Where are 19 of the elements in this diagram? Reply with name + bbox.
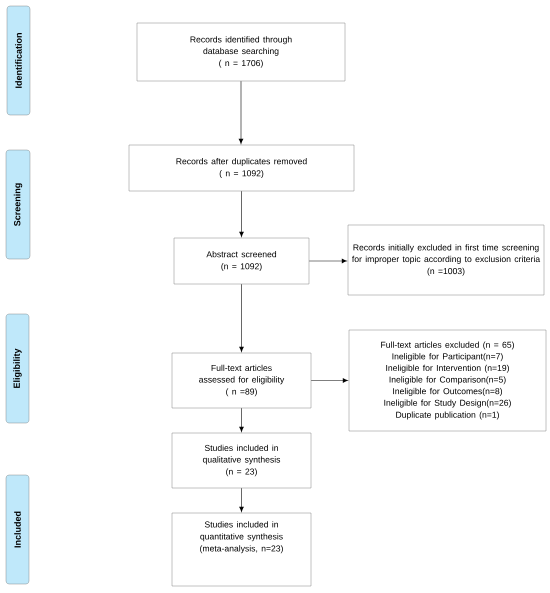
- arrow: [239, 488, 244, 512]
- process-box: Records initially excluded in first time screening for improper topic according to exclusion criteria (n =1003): [348, 224, 544, 296]
- arrow: [308, 258, 347, 264]
- process-box: Abstract screened (n = 1092): [174, 238, 310, 284]
- arrow: [239, 408, 244, 432]
- stage-label: Eligibility: [6, 314, 30, 424]
- arrow: [239, 284, 244, 352]
- arrow: [238, 80, 244, 144]
- arrow: [310, 378, 348, 383]
- process-box: Studies included in quantitative synthesis (meta-analysis, n=23): [172, 512, 312, 586]
- process-box: Full-text articles excluded (n = 65) Ineligible for Participant(n=7) Ineligible for Intervention (n=19) Ineligible for Comparison(n=5) Ineligible for Outcomes(n=8) Ineligible for Study Design(n=26) Duplicate publication (n=1): [348, 330, 546, 432]
- stage-label: Included: [6, 474, 30, 584]
- process-box: Records identified through database searching ( n = 1706): [136, 22, 346, 82]
- stage-label: Screening: [6, 150, 30, 260]
- arrow: [239, 190, 244, 237]
- process-box: Studies included in qualitative synthesis (n = 23): [172, 432, 312, 488]
- process-box: Full-text articles assessed for eligibility ( n =89): [172, 352, 312, 408]
- stage-label: Identification: [6, 6, 30, 116]
- process-box: Records after duplicates removed ( n = 1092): [128, 144, 354, 192]
